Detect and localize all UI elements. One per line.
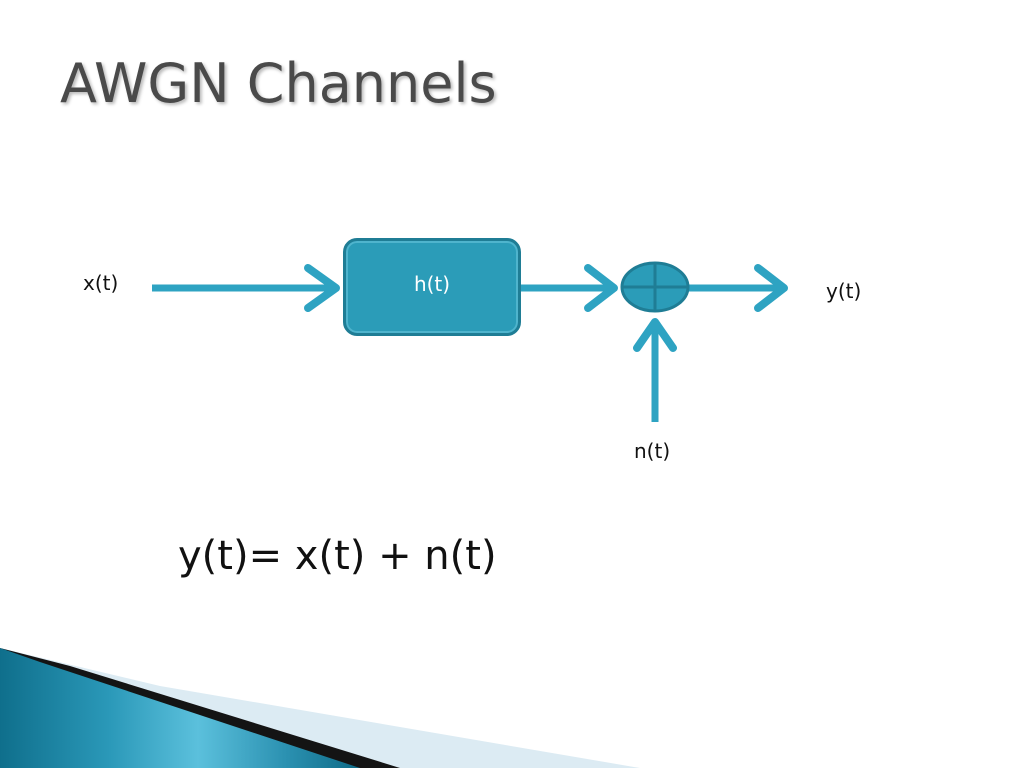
input-signal-label: x(t) [83, 271, 119, 295]
block-to-summer-arrow [521, 264, 618, 312]
plus-circle-icon [620, 261, 690, 313]
decor-teal-band [0, 648, 360, 768]
channel-response-block: h(t) [343, 238, 521, 336]
output-arrow [689, 264, 788, 312]
noise-signal-label: n(t) [634, 439, 671, 463]
input-arrow [152, 264, 340, 312]
output-signal-label: y(t) [826, 279, 862, 303]
channel-equation: y(t)= x(t) + n(t) [178, 533, 497, 579]
slide-title: AWGN Channels [60, 52, 497, 115]
block-label: h(t) [413, 272, 451, 296]
noise-arrow [633, 318, 677, 422]
